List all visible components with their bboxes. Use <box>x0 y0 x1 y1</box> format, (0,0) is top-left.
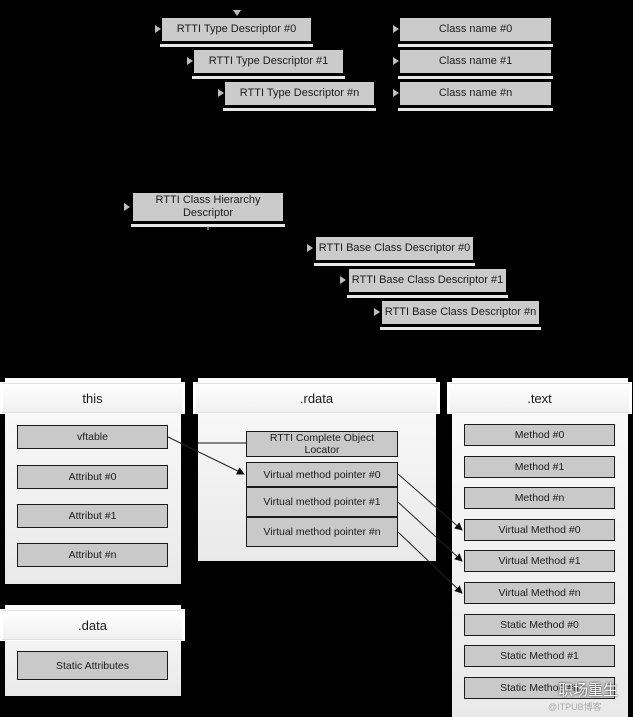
static-attributes-cell: Static Attributes <box>17 651 168 680</box>
section-text-title: .text <box>447 382 632 414</box>
virtual-method-cell: Virtual Method #1 <box>464 550 615 572</box>
virtual-method-pointer-cell: Virtual method pointer #n <box>246 517 398 547</box>
rtti-base-class-descriptor-0: RTTI Base Class Descriptor #0 <box>314 237 475 266</box>
arrow-right-icon <box>187 57 193 65</box>
section-rdata-title: .rdata <box>193 382 440 414</box>
virtual-method-cell: Virtual Method #n <box>464 582 615 604</box>
watermark-subtext: @ITPUB博客 <box>548 702 602 712</box>
method-cell: Method #0 <box>464 424 615 446</box>
static-method-cell: Static Method #0 <box>464 614 615 636</box>
vftable-cell: vftable <box>17 425 168 449</box>
virtual-method-cell: Virtual Method #0 <box>464 519 615 541</box>
rtti-class-hierarchy-descriptor: RTTI Class Hierarchy Descriptor <box>131 193 285 227</box>
method-cell: Method #1 <box>464 456 615 478</box>
arrow-right-icon <box>340 276 346 284</box>
arrow-vmp0-to-vm0 <box>397 473 463 531</box>
arrow-right-icon <box>393 57 399 65</box>
arrow-right-icon <box>155 25 161 33</box>
method-cell: Method #n <box>464 487 615 509</box>
virtual-method-pointer-cell: Virtual method pointer #0 <box>246 462 398 487</box>
arrow-vmp1-to-vm1 <box>397 501 463 562</box>
attribute-cell: Attribut #n <box>17 543 168 567</box>
virtual-method-pointer-cell: Virtual method pointer #1 <box>246 487 398 517</box>
rtti-base-class-descriptor-1: RTTI Base Class Descriptor #1 <box>347 269 508 298</box>
attribute-cell: Attribut #0 <box>17 465 168 489</box>
arrow-right-icon <box>374 308 380 316</box>
static-method-cell: Static Method #n <box>464 677 615 699</box>
rtti-type-descriptor-1: RTTI Type Descriptor #1 <box>192 50 345 79</box>
arrow-down-icon <box>233 10 241 16</box>
arrow-right-icon <box>393 89 399 97</box>
static-method-cell: Static Method #1 <box>464 645 615 667</box>
rtti-type-descriptor-0: RTTI Type Descriptor #0 <box>160 18 313 47</box>
rtti-base-class-descriptor-n: RTTI Base Class Descriptor #n <box>380 301 541 330</box>
rtti-type-descriptor-n: RTTI Type Descriptor #n <box>223 82 376 111</box>
watermark-text: 职场重生 <box>558 682 619 699</box>
section-data-title: .data <box>0 609 185 641</box>
arrow-right-icon <box>393 25 399 33</box>
arrow-vmpn-to-vmn <box>397 531 463 594</box>
section-this-title: this <box>0 382 185 414</box>
arrow-right-icon <box>218 89 224 97</box>
class-name-0: Class name #0 <box>398 18 553 47</box>
attribute-cell: Attribut #1 <box>17 504 168 528</box>
arrow-right-icon <box>124 203 130 211</box>
class-name-n: Class name #n <box>398 82 553 111</box>
rtti-complete-object-locator-cell: RTTI Complete Object Locator <box>246 431 398 457</box>
class-name-1: Class name #1 <box>398 50 553 79</box>
arrow-right-icon <box>307 244 313 252</box>
arrow-vftable-to-vmp0 <box>167 436 245 475</box>
